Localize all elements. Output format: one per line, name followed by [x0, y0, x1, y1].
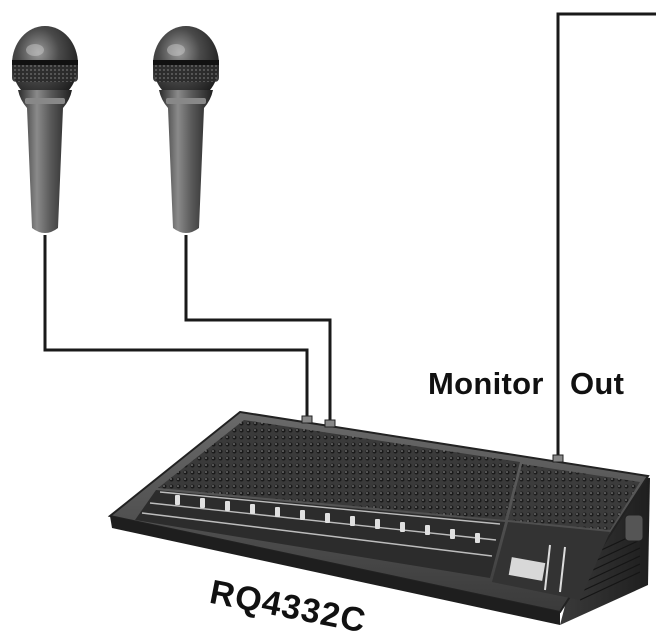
cable-mic-right: [184, 235, 332, 424]
monitor-label: Monitor: [428, 366, 544, 401]
microphone-icon: [12, 26, 78, 233]
mixing-console-icon: [107, 410, 650, 625]
microphone-icon: [153, 26, 219, 233]
out-label: Out: [570, 366, 625, 401]
cable-mic-left: [43, 235, 309, 420]
cable-monitor-out: [556, 12, 656, 458]
cables: [43, 12, 656, 458]
